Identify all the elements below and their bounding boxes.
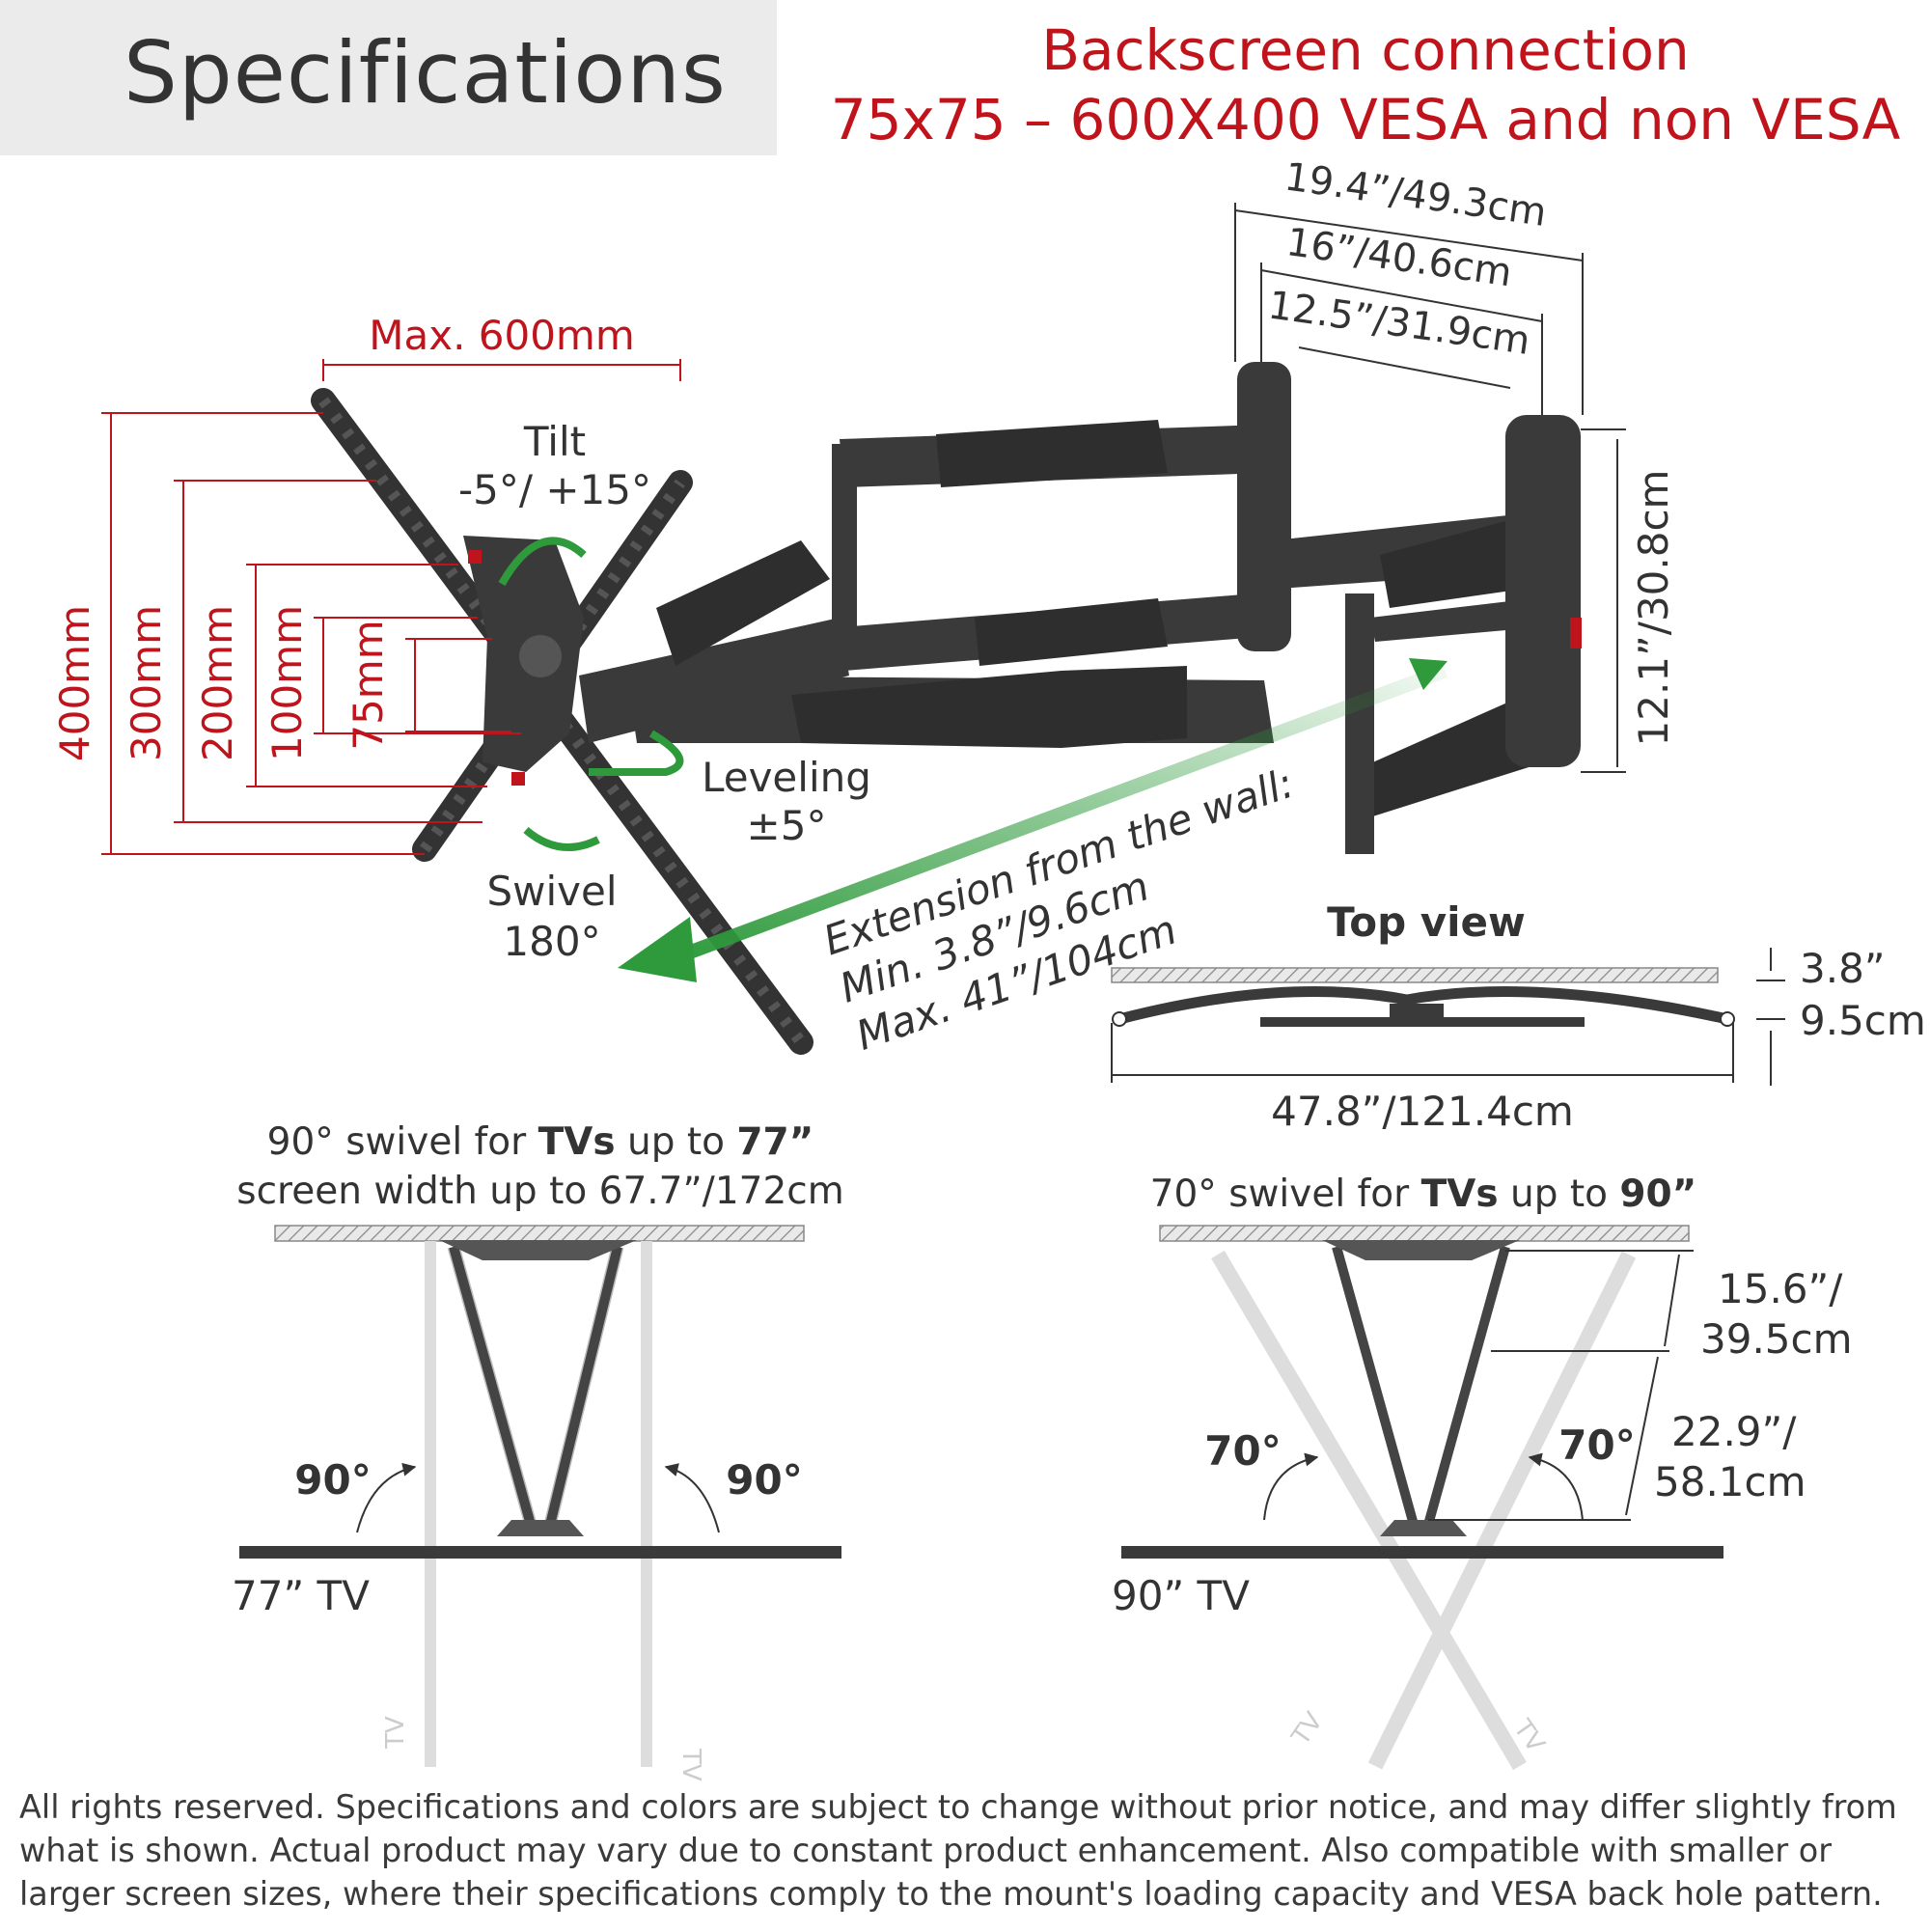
- swivel-77-diagram: [239, 1225, 841, 1767]
- swivel-90-dim2-line1: 22.9”/: [1671, 1408, 1797, 1455]
- top-view: [1111, 948, 1785, 1086]
- top-view-depth-in: 3.8”: [1800, 945, 1886, 992]
- swivel-90-dim2-line2: 58.1cm: [1654, 1458, 1806, 1505]
- vesa-max-width: Max. 600mm: [369, 312, 635, 359]
- vesa-height-400: 400mm: [51, 605, 98, 761]
- top-view-depth-cm: 9.5cm: [1800, 997, 1926, 1044]
- page-title: Specifications: [124, 23, 727, 123]
- swivel-77-caption-line2: screen width up to 67.7”/172cm: [236, 1170, 843, 1213]
- wall-plate: [1237, 362, 1582, 767]
- swivel-label: Swivel: [486, 868, 617, 915]
- top-view-title: Top view: [1327, 898, 1526, 946]
- vesa-height-100: 100mm: [263, 605, 311, 761]
- swivel-77-angle-right: 90°: [726, 1456, 802, 1504]
- vesa-height-75: 75mm: [345, 620, 392, 750]
- vesa-height-200: 200mm: [194, 605, 241, 761]
- swivel-77-angle-left: 90°: [294, 1456, 371, 1504]
- backscreen-vesa: 75x75 – 600X400 VESA and non VESA: [830, 87, 1901, 152]
- swivel-77-tv-small-left: TV: [381, 1716, 410, 1750]
- top-view-width: 47.8”/121.4cm: [1271, 1088, 1574, 1135]
- swivel-77-tv-label: 77” TV: [232, 1572, 370, 1619]
- swivel-90-angle-right: 70°: [1558, 1421, 1635, 1469]
- vesa-dimensions: [101, 359, 681, 855]
- wall-plate-width-mid: 16”/40.6cm: [1283, 220, 1514, 295]
- tilt-value: -5°/ +15°: [458, 466, 651, 513]
- swivel-90-dim1-line1: 15.6”/: [1718, 1265, 1843, 1312]
- swivel-90-caption-line1: 70° swivel for TVs up to 90”: [1150, 1173, 1697, 1216]
- leveling-label: Leveling: [702, 754, 871, 801]
- header-band: Specifications: [0, 0, 777, 155]
- wall-plate-height: 12.1”/30.8cm: [1630, 470, 1677, 747]
- swivel-77-tv-small-right: TV: [676, 1748, 705, 1781]
- swivel-77-caption-line1: 90° swivel for TVs up to 77”: [267, 1120, 814, 1164]
- swivel-value: 180°: [503, 918, 600, 965]
- leveling-value: ±5°: [747, 802, 827, 849]
- tilt-label: Tilt: [523, 418, 586, 465]
- backscreen-title: Backscreen connection: [1041, 17, 1690, 83]
- swivel-90-tv-label: 90” TV: [1112, 1572, 1250, 1619]
- footer-disclaimer: All rights reserved. Specifications and …: [19, 1788, 1897, 1913]
- mount-arms: [579, 420, 1549, 854]
- motion-arrows: [498, 537, 684, 851]
- swivel-90-diagram: [1121, 1225, 1723, 1771]
- swivel-90-dim1-line2: 39.5cm: [1700, 1315, 1853, 1363]
- extension-arrow: [618, 658, 1448, 982]
- wall-plate-dimensions: [1234, 203, 1626, 773]
- vesa-height-300: 300mm: [123, 605, 170, 761]
- swivel-90-tv-small-left: TV: [1286, 1707, 1330, 1752]
- swivel-90-angle-left: 70°: [1204, 1427, 1281, 1475]
